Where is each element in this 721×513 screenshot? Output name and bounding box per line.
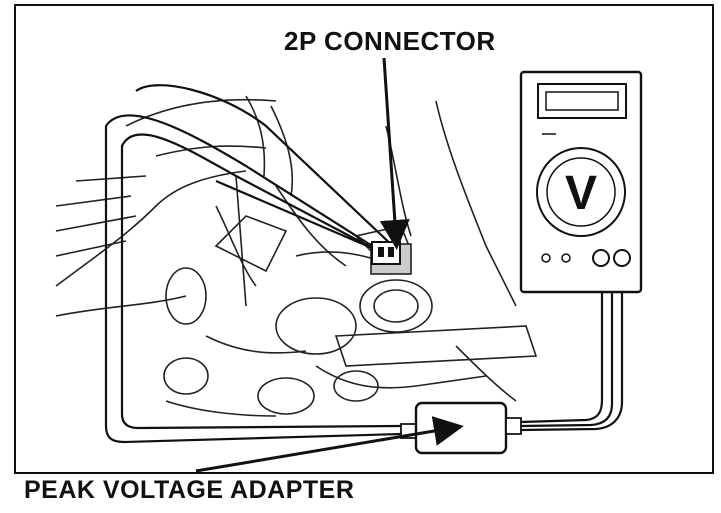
- diagram-frame: V 2P CONNECTOR: [14, 4, 714, 474]
- 2p-connector: [372, 242, 400, 264]
- peak-voltage-adapter: [401, 403, 521, 453]
- engine-illustration: V: [16, 6, 714, 474]
- adapter-arrow: [196, 428, 452, 471]
- voltmeter-symbol: V: [565, 167, 597, 220]
- engine-sketch: [56, 96, 536, 416]
- connector-arrow: [384, 58, 396, 238]
- connector-label: 2P CONNECTOR: [284, 26, 496, 57]
- adapter-label: PEAK VOLTAGE ADAPTER: [24, 476, 354, 505]
- probe-leads: [106, 85, 401, 442]
